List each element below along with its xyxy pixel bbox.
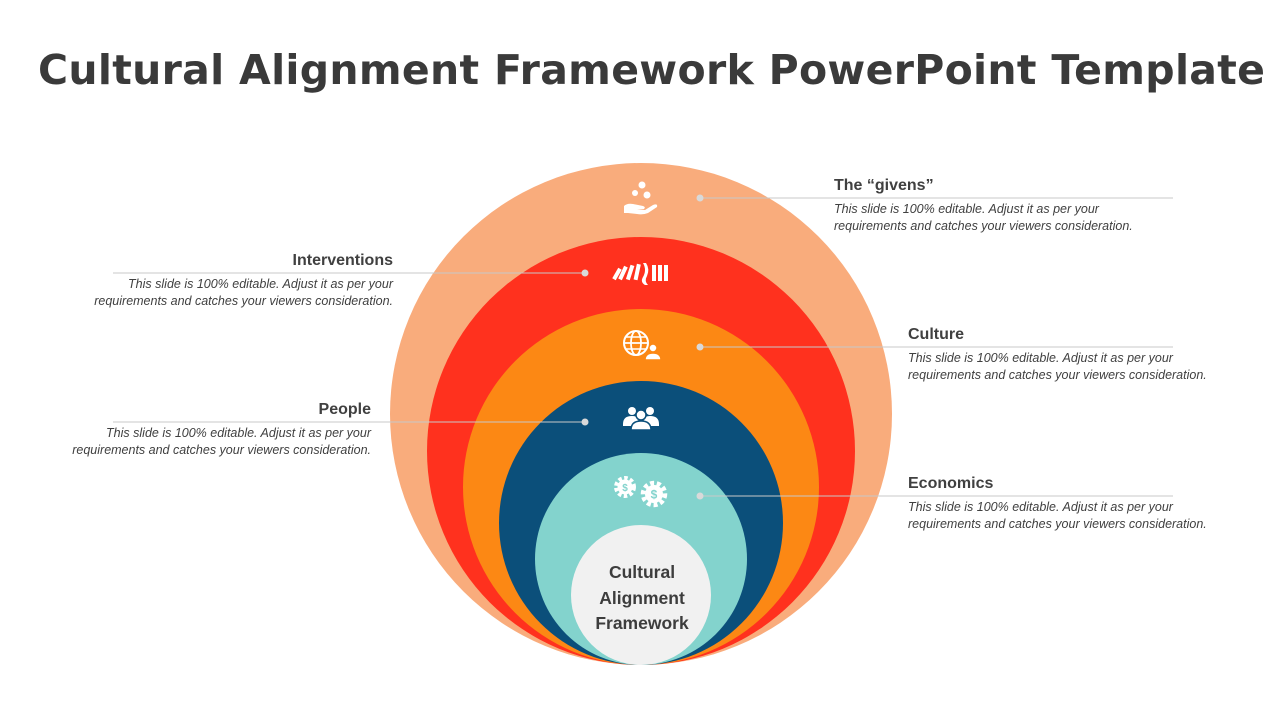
center-label-line: Framework bbox=[595, 613, 689, 633]
label-givens: The “givens” This slide is 100% editable… bbox=[834, 177, 1154, 235]
svg-text:$: $ bbox=[622, 483, 628, 494]
hand-coins-icon bbox=[624, 181, 658, 215]
label-heading: People bbox=[318, 401, 371, 418]
label-people: People This slide is 100% editable. Adju… bbox=[51, 401, 371, 459]
center-label-line: Alignment bbox=[599, 587, 685, 608]
svg-text:$: $ bbox=[651, 488, 658, 502]
label-interventions: Interventions This slide is 100% editabl… bbox=[73, 252, 393, 310]
group-people-icon bbox=[623, 407, 659, 431]
label-description: This slide is 100% editable. Adjust it a… bbox=[72, 426, 371, 457]
center-label: Cultural Alignment Framework bbox=[572, 560, 712, 637]
label-economics: Economics This slide is 100% editable. A… bbox=[908, 475, 1228, 533]
dollar-gears-icon: $ $ bbox=[614, 476, 668, 508]
center-label-line: Cultural bbox=[608, 562, 676, 582]
connector-people bbox=[113, 418, 589, 426]
label-culture: Culture This slide is 100% editable. Adj… bbox=[908, 326, 1228, 384]
label-description: This slide is 100% editable. Adjust it a… bbox=[908, 351, 1207, 382]
label-heading: Interventions bbox=[292, 252, 393, 269]
connector-economics bbox=[696, 492, 1173, 500]
label-heading: Culture bbox=[908, 326, 964, 343]
connector-culture bbox=[696, 343, 1173, 351]
label-description: This slide is 100% editable. Adjust it a… bbox=[908, 500, 1207, 531]
connector-givens bbox=[696, 194, 1173, 202]
globe-person-icon bbox=[623, 330, 662, 361]
connector-interventions bbox=[113, 269, 589, 277]
label-description: This slide is 100% editable. Adjust it a… bbox=[834, 202, 1133, 233]
page-title: Cultural Alignment Framework PowerPoint … bbox=[38, 46, 1266, 94]
label-heading: The “givens” bbox=[834, 177, 934, 194]
label-description: This slide is 100% editable. Adjust it a… bbox=[94, 277, 393, 308]
label-heading: Economics bbox=[908, 475, 994, 492]
domino-push-icon bbox=[612, 263, 668, 285]
core-circle bbox=[571, 525, 711, 665]
